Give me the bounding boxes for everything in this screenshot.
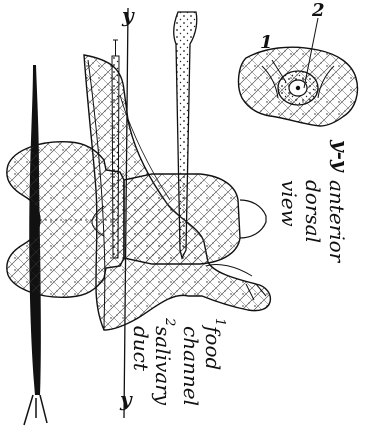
section-label-top: y	[121, 3, 135, 27]
view-label: anterior dorsal view	[277, 180, 349, 264]
view-label-line-2: dorsal	[301, 180, 325, 243]
legend-item-1-line-2: channel	[179, 326, 203, 406]
legend-item-2-line-1: salivary	[151, 326, 175, 406]
callout-label-2: 2	[311, 0, 325, 21]
view-label-line-1: anterior	[325, 180, 349, 264]
legend-item-1-line-1: food	[201, 324, 225, 370]
stylet-thin	[112, 40, 119, 258]
cross-section	[239, 18, 358, 126]
section-label-bottom: y	[119, 387, 133, 411]
legend-item-2-line-2: duct	[129, 326, 153, 372]
callout-label-1: 1	[260, 32, 273, 53]
view-label-line-3: view	[277, 180, 301, 227]
section-view-label: y-y	[329, 139, 353, 173]
legend: 1 food channel 2 salivary duct	[129, 317, 227, 406]
legend-number-2: 2	[162, 317, 177, 326]
